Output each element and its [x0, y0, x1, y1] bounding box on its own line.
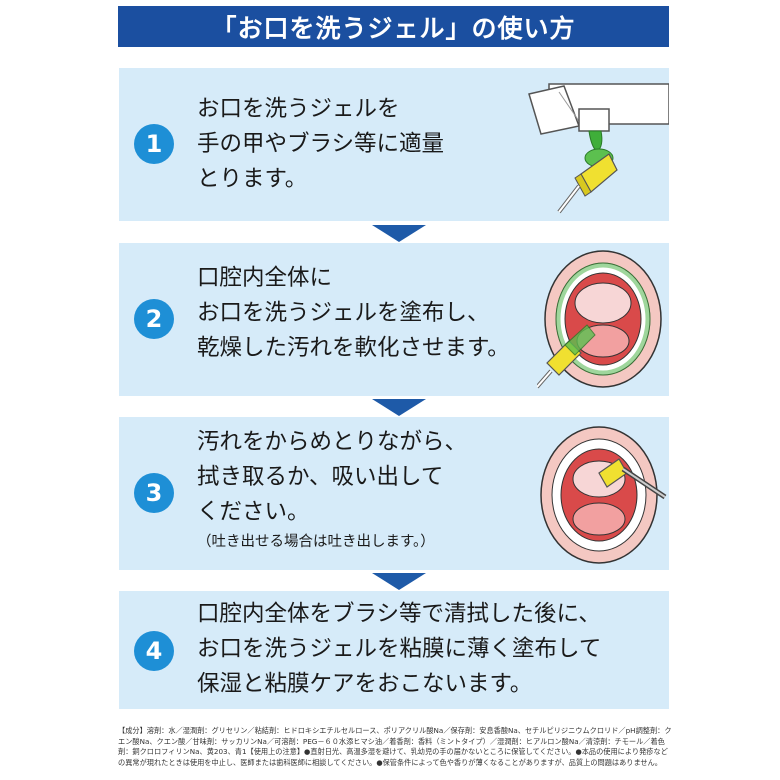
step-line: 口腔内全体に	[197, 265, 333, 291]
step-line: 乾燥した汚れを軟化させます。	[197, 335, 510, 361]
step-number-badge: 1	[134, 124, 174, 164]
step-line: とります。	[197, 166, 308, 192]
step-line: 口腔内全体をブラシ等で清拭した後に、	[197, 601, 601, 627]
step-number-badge: 2	[134, 299, 174, 339]
step-line: お口を洗うジェルを	[197, 96, 400, 122]
gel-tube-icon	[528, 83, 669, 214]
step-arrow	[372, 399, 426, 416]
step-3-panel: 3 汚れをからめとりながら、 拭き取るか、吸い出して ください。 （吐き出せる場…	[119, 417, 669, 570]
ingredients-and-cautions: 【成分】溶剤：水／湿潤剤：グリセリン／粘結剤：ヒドロキシエチルセルロース、ポリア…	[118, 726, 672, 767]
page-title: 「お口を洗うジェル」の使い方	[118, 6, 669, 47]
step-2-text: 口腔内全体に お口を洗うジェルを塗布し、 乾燥した汚れを軟化させます。	[197, 261, 510, 366]
step-4-panel: 4 口腔内全体をブラシ等で清拭した後に、 お口を洗うジェルを粘膜に薄く塗布して …	[119, 591, 669, 709]
step-1-text: お口を洗うジェルを 手の甲やブラシ等に適量 とります。	[197, 92, 444, 197]
step-number-badge: 4	[134, 631, 174, 671]
step-line: 手の甲やブラシ等に適量	[197, 131, 445, 157]
step-line: 保湿と粘膜ケアをおこないます。	[197, 671, 533, 697]
step-note: （吐き出せる場合は吐き出します。）	[197, 534, 435, 550]
step-line: お口を洗うジェルを塗布し、	[197, 300, 490, 326]
step-line: 拭き取るか、吸い出して	[197, 464, 444, 490]
step-2-panel: 2 口腔内全体に お口を洗うジェルを塗布し、 乾燥した汚れを軟化させます。	[119, 243, 669, 396]
step-line: お口を洗うジェルを粘膜に薄く塗布して	[197, 636, 602, 662]
step-1-panel: 1 お口を洗うジェルを 手の甲やブラシ等に適量 とります。	[119, 68, 669, 221]
step-line: 汚れをからめとりながら、	[197, 429, 468, 455]
step-3-text: 汚れをからめとりながら、 拭き取るか、吸い出して ください。 （吐き出せる場合は…	[197, 425, 467, 554]
step-4-text: 口腔内全体をブラシ等で清拭した後に、 お口を洗うジェルを粘膜に薄く塗布して 保湿…	[197, 597, 601, 702]
step-number-badge: 3	[134, 473, 174, 513]
step-arrow	[372, 573, 426, 590]
step-line: ください。	[197, 499, 310, 525]
open-mouth-icon	[540, 426, 667, 564]
open-mouth-icon	[537, 250, 662, 389]
step-arrow	[372, 225, 426, 242]
